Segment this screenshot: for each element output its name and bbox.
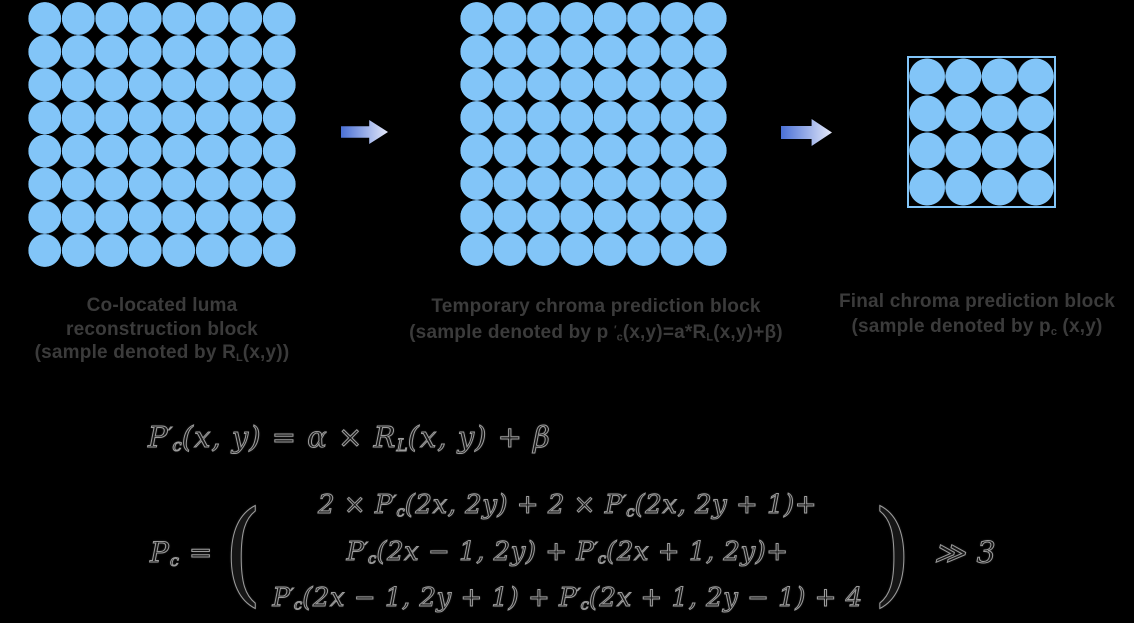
formula-downsample: Pc = ( 2 × P′c(2x, 2y) + 2 × P′c(2x, 2y … [150, 489, 997, 617]
open-paren: ( [223, 486, 263, 618]
formula-right-shift: ≫ 3 [933, 535, 997, 571]
arrow-right-icon [781, 119, 832, 146]
temporary-chroma-caption: Temporary chroma prediction block (sampl… [386, 295, 806, 350]
caption-line: Temporary chroma prediction block [431, 296, 761, 317]
formula-line: P′c(2x − 1, 2y) + P′c(2x + 1, 2y)+ [346, 536, 789, 568]
caption-line: Final chroma prediction block [838, 291, 1116, 312]
caption-line: (sample denoted by RL(x,y)) [34, 342, 290, 364]
luma-reconstruction-block [28, 2, 296, 267]
final-chroma-caption: Final chroma prediction block (sample de… [820, 289, 1134, 345]
formula-line: 2 × P′c(2x, 2y) + 2 × P′c(2x, 2y + 1)+ [318, 489, 817, 521]
caption-line: Co-located luma [86, 295, 238, 316]
formula-line: P′c(2x − 1, 2y + 1) + P′c(2x + 1, 2y − 1… [272, 583, 863, 615]
formula-linear-model: P′c(x, y) = α × RL(x, y) + β [148, 420, 551, 456]
final-chroma-prediction-block [907, 56, 1056, 208]
caption-line: (sample denoted by p ′c(x,y)=a*RL(x,y)+β… [409, 321, 783, 344]
caption-line: reconstruction block [66, 318, 258, 340]
formula-sum-lines: 2 × P′c(2x, 2y) + 2 × P′c(2x, 2y + 1)+ P… [272, 483, 863, 623]
temporary-chroma-prediction-block [460, 2, 727, 266]
arrow-right-icon [341, 120, 388, 144]
formula-lhs: Pc = [150, 535, 214, 571]
close-paren: ) [872, 486, 912, 618]
luma-block-caption: Co-located luma reconstruction block (sa… [10, 294, 314, 370]
caption-line: (sample denoted by pc (x,y) [851, 316, 1103, 338]
